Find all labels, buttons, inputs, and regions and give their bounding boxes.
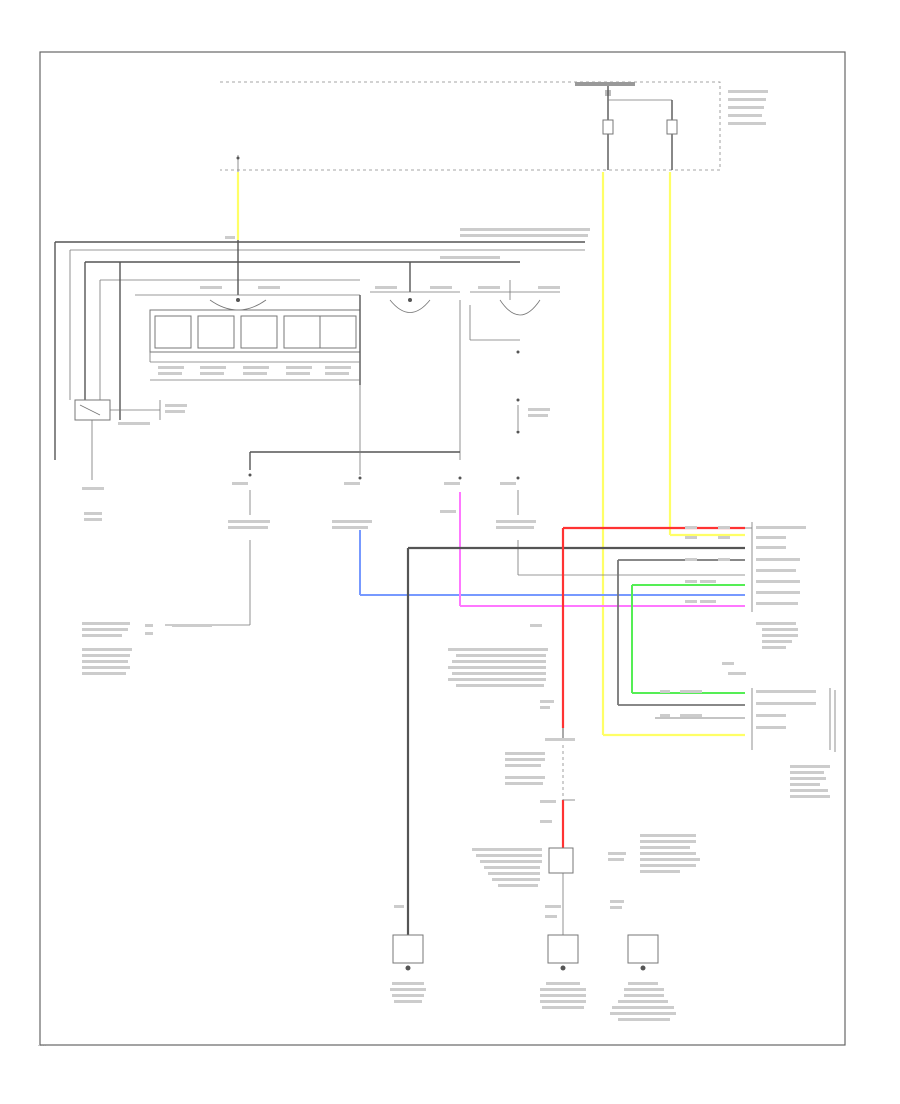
switch-assembly-top	[135, 286, 560, 316]
connector-lower-center	[472, 847, 574, 935]
fuse-block-underhood	[220, 81, 768, 171]
wire-gray-loop	[617, 559, 745, 719]
sensor-module	[505, 745, 575, 823]
ground-g1	[390, 905, 426, 1003]
component-label-center	[448, 624, 575, 741]
diagram-footer-id: ·····	[38, 1043, 46, 1049]
wire-thin-gray	[517, 540, 745, 576]
harness-middle	[145, 385, 536, 635]
switch-right	[459, 300, 550, 460]
module-connector-lower	[660, 662, 831, 798]
wire-black-long	[406, 546, 745, 945]
switch-bank	[149, 295, 361, 385]
relay-left	[74, 399, 187, 521]
component-label-left	[82, 622, 132, 675]
wire-yellow-left-top	[236, 155, 240, 240]
ground-g3	[610, 934, 676, 1021]
component-label-right-lower	[608, 834, 700, 909]
wire-blue	[359, 530, 745, 596]
wire-red	[561, 526, 745, 855]
bus-lines-upper	[54, 228, 590, 460]
module-connector-upper	[685, 522, 806, 649]
ground-g2	[540, 934, 586, 1009]
diagram-border	[39, 51, 846, 1046]
wire-yellow-right	[601, 172, 745, 737]
